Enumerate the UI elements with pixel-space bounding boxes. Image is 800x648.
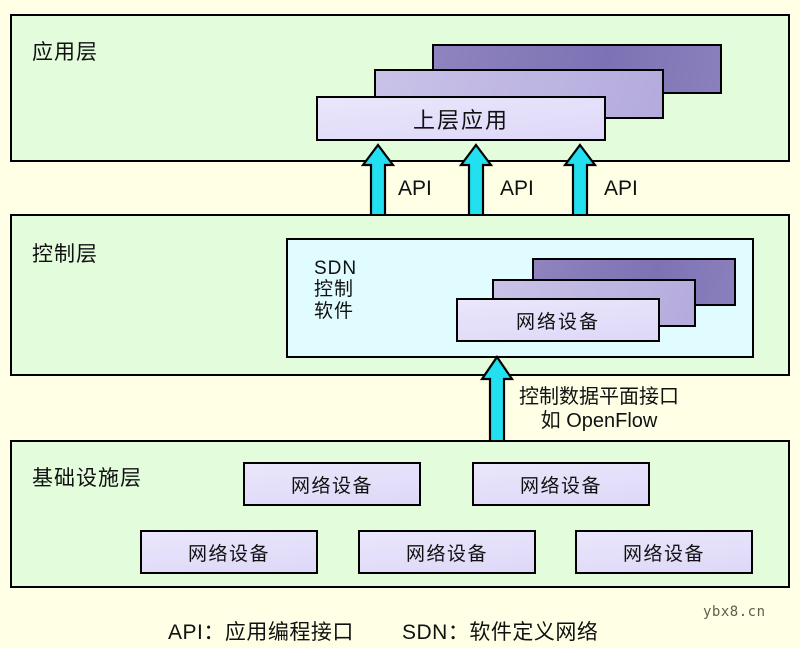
control-layer-title: 控制层 [32,243,98,266]
control-network-device-label: 网络设备 [515,311,600,333]
api-label-1: API [398,177,432,200]
application-layer-title: 应用层 [32,41,98,64]
infrastructure-layer-title: 基础设施层 [32,467,142,490]
infra-device-row2-3-label: 网络设备 [622,543,705,565]
control-data-plane-label: 控制数据平面接口 如 OpenFlow [519,386,679,433]
infra-device-row2-1[interactable]: 网络设备 [140,530,318,574]
infra-device-row1-1[interactable]: 网络设备 [243,462,421,506]
api-label-2: API [500,177,534,200]
legend-api: API：应用编程接口 [168,621,354,644]
watermark: ybx8.cn [703,604,766,620]
infra-device-row2-1-label: 网络设备 [187,543,270,565]
sdn-controller-label: SDN 控制 软件 [314,258,358,322]
infra-device-row1-1-label: 网络设备 [290,475,373,497]
control-network-device-card-front[interactable]: 网络设备 [456,298,660,342]
infra-device-row2-3[interactable]: 网络设备 [575,530,753,574]
api-label-3: API [604,177,638,200]
upper-application-label: 上层应用 [412,107,509,133]
upper-application-card-front[interactable]: 上层应用 [316,96,606,141]
infra-device-row2-2[interactable]: 网络设备 [358,530,536,574]
infra-device-row1-2[interactable]: 网络设备 [472,462,650,506]
infra-device-row2-2-label: 网络设备 [405,543,488,565]
infra-device-row1-2-label: 网络设备 [519,475,602,497]
legend-sdn: SDN：软件定义网络 [402,621,599,644]
